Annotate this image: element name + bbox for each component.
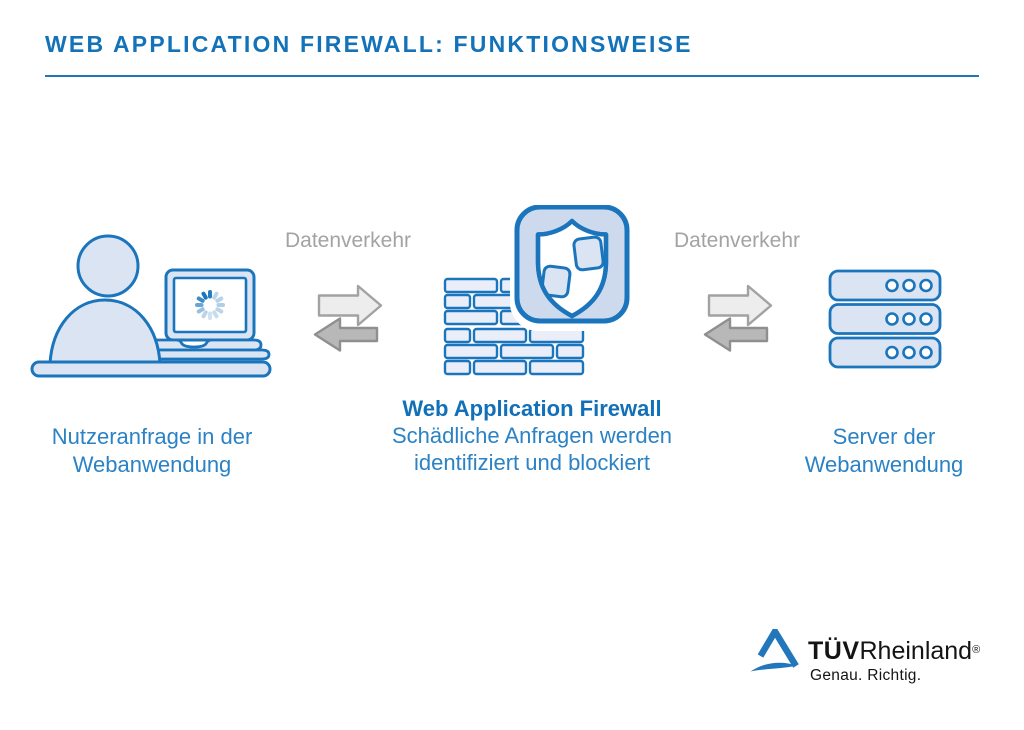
brand-tagline: Genau. Richtig. <box>810 667 922 684</box>
tuv-logo: TÜVRheinland® Genau. Richtig. <box>750 627 990 689</box>
arrow-right-icon <box>707 284 773 327</box>
traffic-label-right: Datenverkehr <box>673 229 801 252</box>
brand-name-bold: TÜV <box>808 637 860 665</box>
label-right: Server der Webanwendung <box>764 423 1004 479</box>
firewall-shield-icon <box>443 205 634 376</box>
traffic-label-left: Datenverkehr <box>284 229 412 252</box>
traffic-arrows-right <box>703 284 773 352</box>
person-figure <box>48 234 162 366</box>
brand-name: TÜVRheinland® <box>808 637 980 666</box>
registered-mark: ® <box>972 644 981 656</box>
arrow-left-icon <box>313 317 379 352</box>
user-laptop-icon <box>30 234 272 378</box>
label-center-desc1: Schädliche Anfragen werden <box>391 423 673 448</box>
label-right-line1: Server der <box>832 424 936 449</box>
server-icon <box>828 269 942 369</box>
laptop <box>138 268 271 361</box>
loading-spinner-icon <box>195 290 225 320</box>
traffic-arrows-left <box>313 284 383 352</box>
shield-badge <box>510 205 634 331</box>
brand-name-regular: Rheinland <box>859 637 973 665</box>
desk <box>30 360 272 378</box>
server-unit <box>828 336 942 369</box>
tuv-triangle-icon <box>750 629 799 672</box>
label-left-line2: Webanwendung <box>72 452 232 477</box>
title-underline <box>45 75 979 77</box>
arrow-left-icon <box>703 317 769 352</box>
server-unit <box>828 303 942 335</box>
label-center: Web Application Firewall Schädliche Anfr… <box>372 395 692 476</box>
arrow-right-icon <box>317 284 383 327</box>
label-center-title: Web Application Firewall <box>402 396 662 421</box>
label-center-desc2: identifiziert und blockiert <box>413 450 650 475</box>
label-left-line1: Nutzeranfrage in der <box>51 424 253 449</box>
label-left: Nutzeranfrage in der Webanwendung <box>22 423 282 479</box>
label-right-line2: Webanwendung <box>804 452 964 477</box>
server-unit <box>828 269 942 302</box>
page-title: WEB APPLICATION FIREWALL: FUNKTIONSWEISE <box>45 31 693 57</box>
